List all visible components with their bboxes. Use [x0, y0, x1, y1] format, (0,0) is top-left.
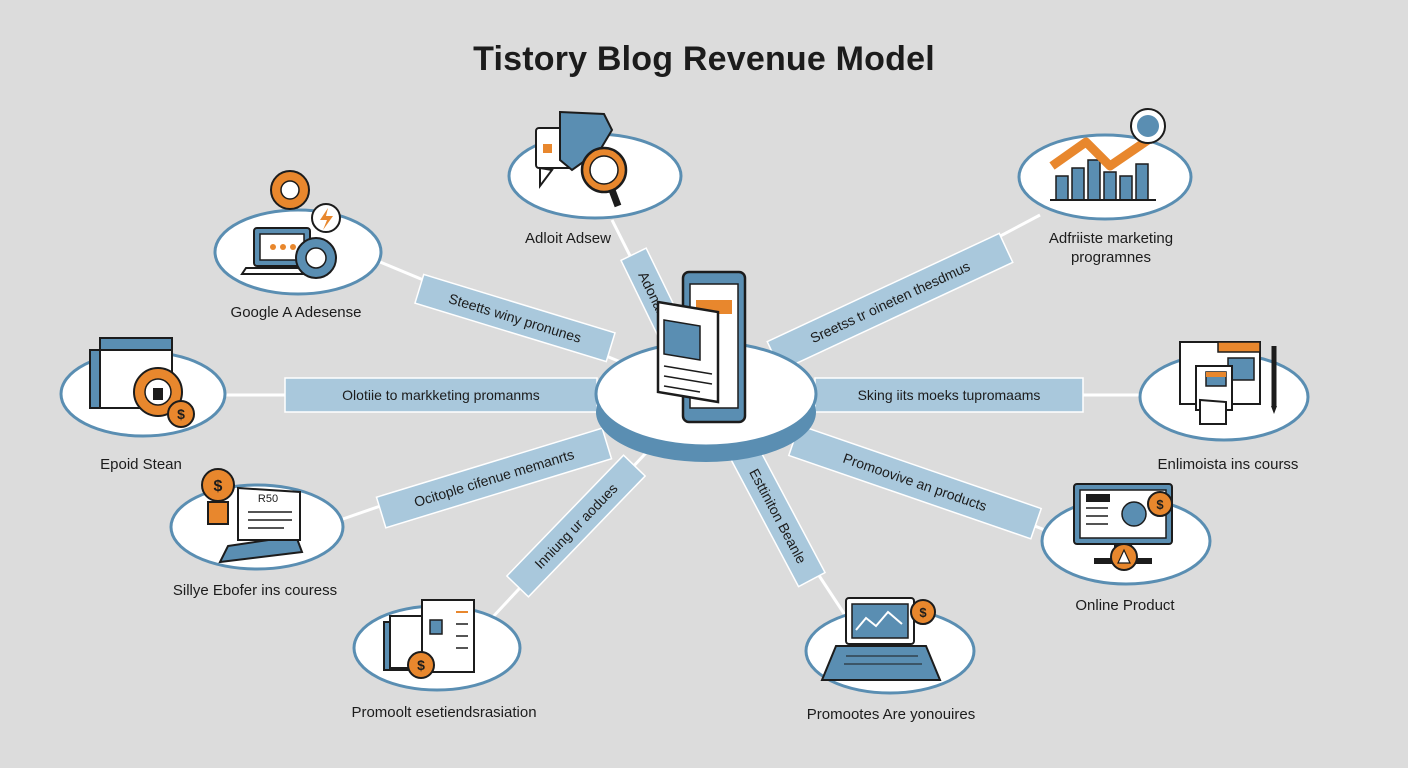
ribbon-7: Promoovive an products	[787, 424, 1043, 540]
node-label-promootes: Promootes Are yonouires	[806, 706, 976, 723]
node-online-product: $	[1040, 483, 1212, 586]
ribbon-9: Esttiniton Beanle	[729, 444, 827, 588]
laptop-analytics-icon: $	[820, 597, 942, 681]
ribbon-3-text: Sreetss tr oineten thesdmus	[808, 258, 973, 346]
ribbon-1: Steetts winy pronunes	[414, 273, 616, 363]
browser-lock-icon: $	[89, 337, 195, 428]
node-label-epoid-stean: Epoid Stean	[100, 456, 182, 473]
diagram-title: Tistory Blog Revenue Model	[473, 40, 935, 78]
ribbon-3: Sreetss tr oineten thesdmus	[766, 232, 1014, 372]
laptop-gear-icon	[240, 170, 341, 279]
node-affiliate-marketing	[1017, 108, 1193, 221]
node-label-online-product: Online Product	[1075, 597, 1175, 614]
svg-text:$: $	[214, 478, 223, 495]
node-label-enlimoista: Enlimoista ins courss	[1157, 456, 1299, 473]
ribbon-5: Sking iits moeks tupromaams	[814, 377, 1084, 413]
certificate-dollar-icon: R50 $	[201, 468, 304, 564]
node-label-sillye-ebofer: Sillye Ebofer ins couress	[172, 582, 338, 599]
svg-text:$: $	[177, 406, 185, 422]
phone-blog-icon	[656, 270, 747, 424]
node-sillye-ebofer: R50 $	[169, 468, 345, 571]
growth-chart-icon	[1049, 108, 1166, 201]
central-hub	[594, 270, 818, 462]
ribbon-9-text: Esttiniton Beanle	[746, 466, 810, 566]
node-label-promoolt: Promoolt esetiendsrasiation	[351, 704, 537, 721]
node-adloit-adsew	[507, 110, 683, 220]
node-label-affiliate: Adfriiste marketing programnes	[1049, 229, 1173, 267]
ribbon-5-text: Sking iits moeks tupromaams	[858, 387, 1041, 403]
node-label-google-adsense: Google A Adesense	[230, 304, 362, 321]
ribbon-8-text: Inniung ur aodues	[531, 480, 620, 572]
ribbons: Steetts winy pronunes Adonal Sreetss tr …	[284, 232, 1084, 598]
node-google-adsense	[213, 170, 383, 296]
ribbon-4-text: Olotiie to markketing promanms	[342, 387, 540, 403]
svg-text:R50: R50	[258, 493, 278, 505]
svg-text:$: $	[417, 657, 425, 673]
node-epoid-stean: $	[59, 337, 227, 438]
ribbon-6-text: Ocitople cifenue memanrts	[412, 446, 576, 510]
node-promoolt: $	[352, 599, 522, 692]
node-label-adloit-adsew: Adloit Adsew	[525, 230, 611, 247]
ribbon-4: Olotiie to markketing promanms	[284, 377, 598, 413]
node-promootes: $	[804, 597, 976, 695]
monitor-product-icon: $	[1073, 483, 1173, 571]
svg-text:$: $	[1156, 497, 1164, 512]
book-dollar-icon: $	[383, 599, 475, 679]
ribbon-7-text: Promoovive an products	[841, 450, 989, 514]
svg-text:$: $	[919, 605, 927, 620]
documents-pen-icon	[1179, 341, 1277, 425]
node-label-affiliate-line-1: Adfriiste marketing	[1048, 230, 1174, 247]
node-label-affiliate-line-2: programnes	[1070, 249, 1152, 266]
node-enlimoista	[1138, 341, 1310, 442]
search-chat-icon	[535, 110, 628, 208]
